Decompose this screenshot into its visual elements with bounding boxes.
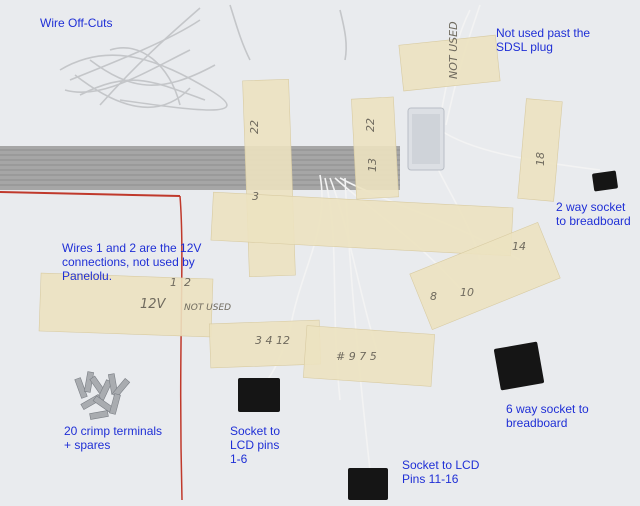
wire-offcuts — [59, 4, 347, 111]
tape-text-not-used-top: NOT USED — [447, 21, 460, 79]
tape-writing: 22 22 13 18 NOT USED 12V NOT USED 1 2 3 … — [140, 21, 547, 363]
annotation-wire-offcuts: Wire Off-Cuts — [40, 16, 113, 30]
tape-text-22b: 22 — [364, 118, 377, 132]
tape-text-1: 1 — [170, 276, 177, 289]
annotation-not-used-sdsl: Not used past the SDSL plug — [496, 26, 591, 54]
ribbon-plug — [407, 107, 445, 171]
tape-strips — [38, 34, 563, 387]
annotation-two-way-socket: 2 way socket to breadboard — [556, 200, 631, 228]
annotation-socket-lcd-1-6: Socket to LCD pins 1-6 — [230, 424, 281, 466]
connectors — [238, 170, 618, 500]
annotation-socket-lcd-11-16: Socket to LCD Pins 11-16 — [402, 458, 480, 486]
tape-text-pins-3-4-12: 3 4 12 — [255, 334, 290, 347]
tape-text-14: 14 — [512, 240, 526, 253]
tape-text-pins-9-7-5: # 9 7 5 — [336, 350, 377, 363]
tape-text-18: 18 — [534, 152, 547, 166]
annotation-wires-12v: Wires 1 and 2 are the 12V connections, n… — [62, 241, 202, 283]
tape-text-2: 2 — [184, 276, 191, 289]
tape-text-22a: 22 — [248, 120, 261, 134]
annotation-crimp-terminals: 20 crimp terminals + spares — [64, 424, 163, 452]
tape-text-3: 3 — [252, 190, 259, 203]
tape-text-12v: 12V — [140, 297, 167, 312]
tape-text-10: 10 — [460, 286, 474, 299]
tape-text-13: 13 — [366, 158, 379, 172]
tape-text-8: 8 — [430, 290, 437, 303]
ribbon-cable — [0, 146, 400, 501]
annotation-six-way-socket: 6 way socket to breadboard — [506, 402, 589, 430]
crimp-terminals — [74, 371, 131, 420]
tape-text-not-used-left: NOT USED — [184, 303, 231, 313]
